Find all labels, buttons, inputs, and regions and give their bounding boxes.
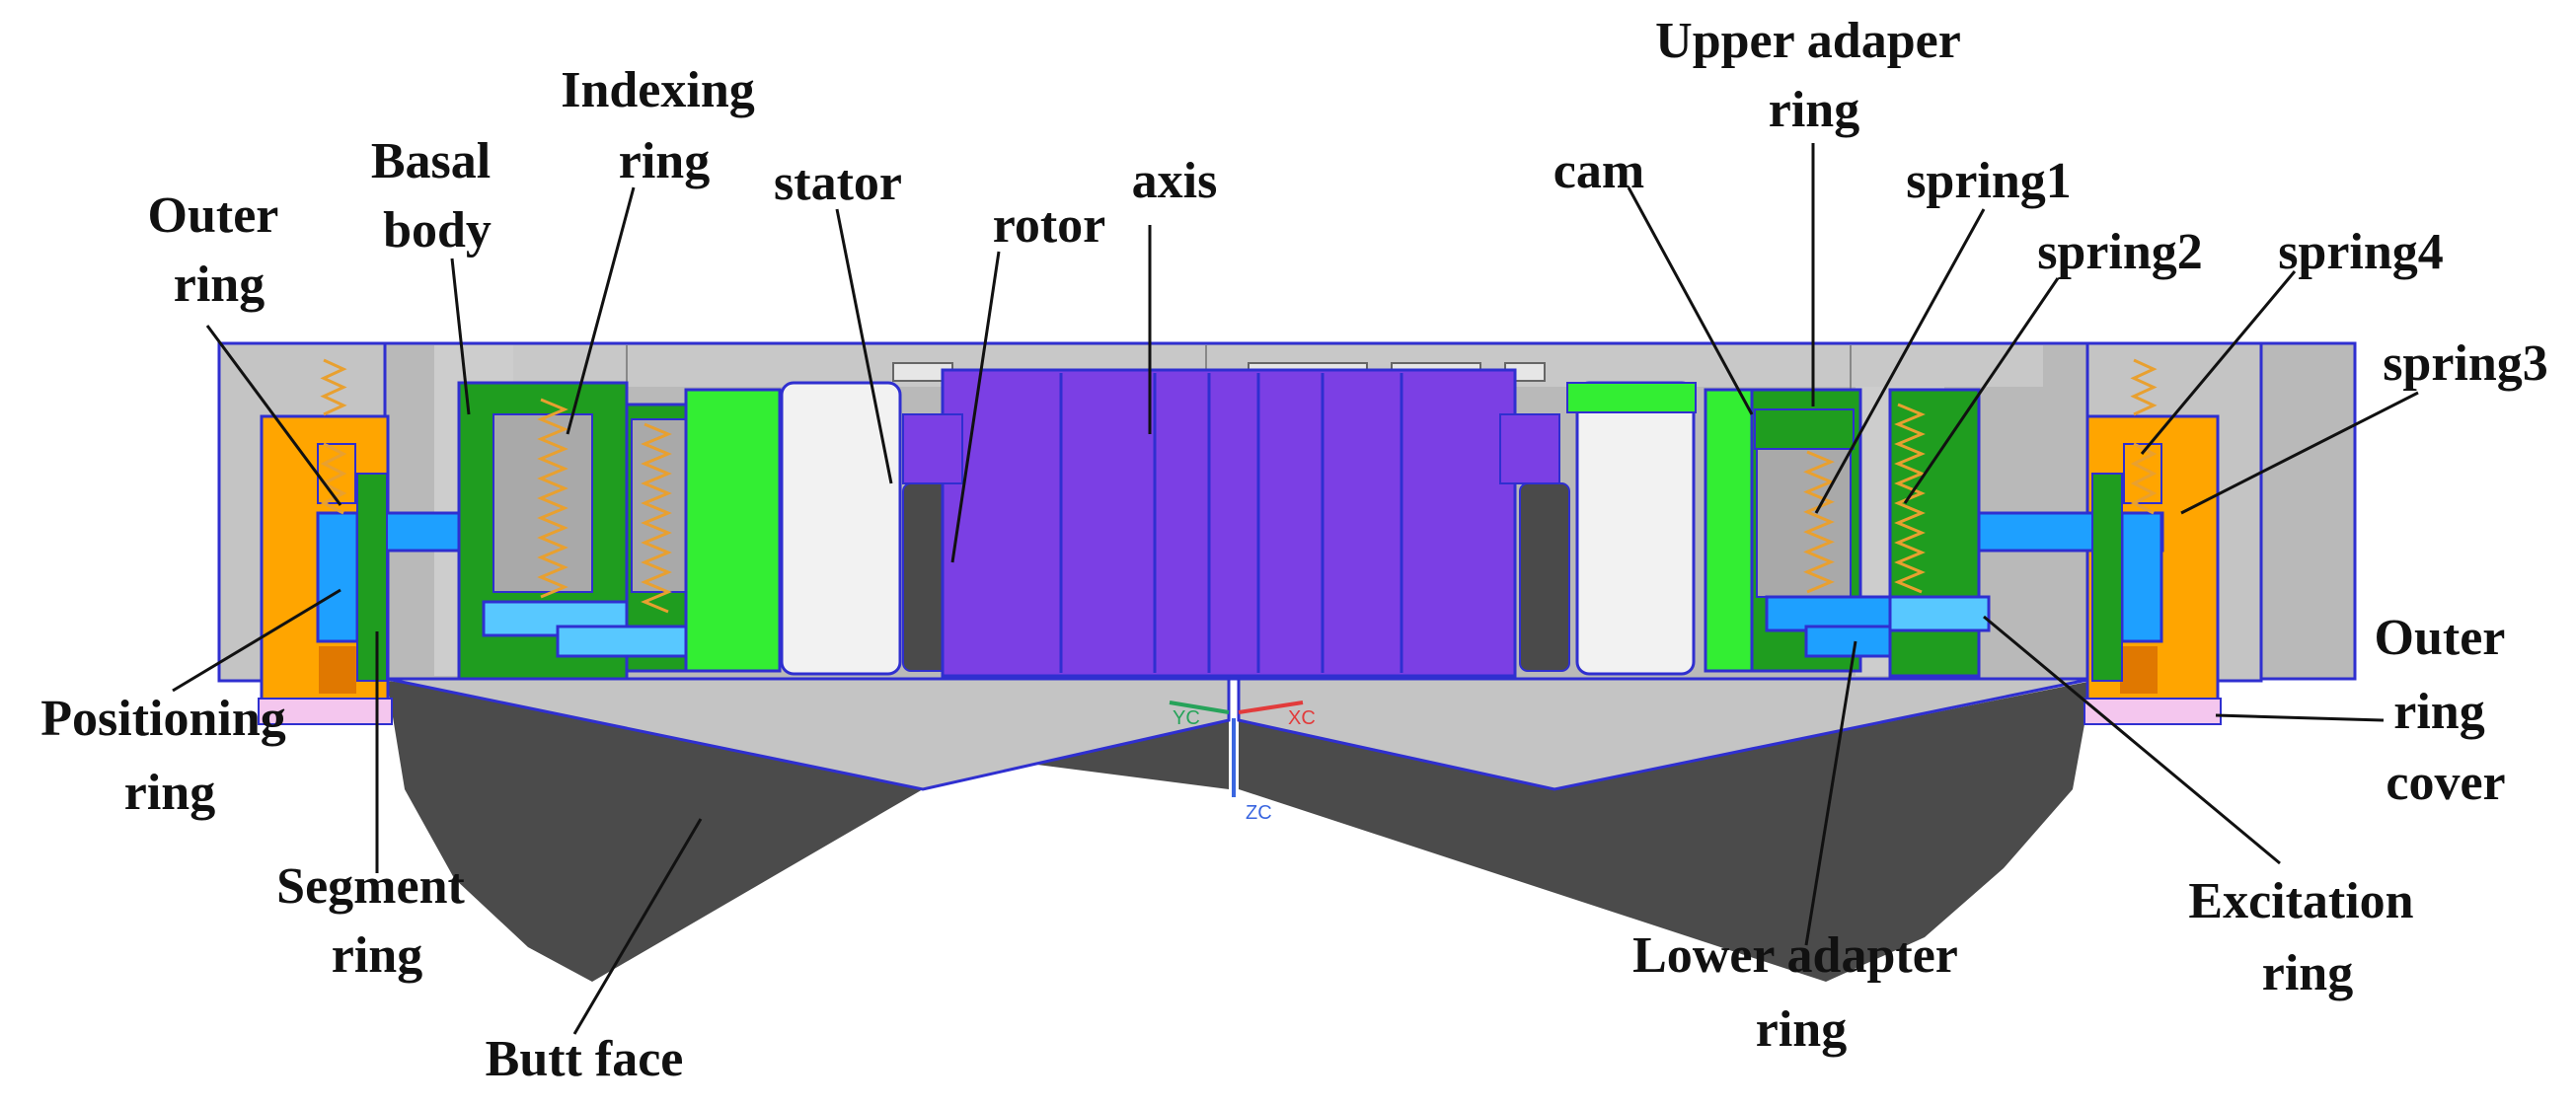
left-bright-green: [684, 388, 782, 673]
right-stator-frame: [1566, 382, 1697, 413]
spring-left-upper: [641, 422, 672, 614]
left-positioning-stem: [316, 511, 359, 643]
left-small-block: [317, 443, 356, 504]
right-excitation-ring: [1888, 595, 1991, 632]
axis-y-label: YC: [1173, 707, 1200, 729]
axis-x-arrow: [1238, 701, 1304, 714]
leader-excitation-ring: [1983, 615, 2281, 865]
left-pink-cover: [258, 698, 393, 725]
spring-right-1: [1803, 450, 1835, 594]
right-rotor: [1519, 482, 1570, 672]
leader-spring1: [1814, 208, 1986, 514]
axis-z-label: ZC: [1246, 802, 1272, 824]
axis-x-label: XC: [1288, 707, 1316, 729]
left-stator: [780, 381, 902, 676]
label-outer-ring-cover: Outer ring cover: [2375, 610, 2518, 811]
label-spring3: spring3: [2383, 335, 2548, 392]
label-outer-ring: Outer ring: [148, 187, 291, 313]
right-spring-assembly: [1704, 388, 1991, 678]
leader-outer-ring: [205, 325, 342, 506]
butt-face: [386, 677, 2093, 982]
leader-butt-face: [572, 818, 703, 1035]
left-segment-ring: [356, 473, 388, 682]
axis-right-collar: [1499, 413, 1560, 484]
label-rotor: rotor: [993, 197, 1106, 254]
leader-lines: [172, 143, 2419, 1035]
right-outer-assembly: [1975, 414, 2222, 725]
axis-left-collar: [902, 413, 963, 484]
leader-spring4: [2140, 270, 2297, 455]
right-stator: [1575, 381, 1696, 676]
central-assembly: [780, 368, 1697, 678]
label-upper-adapter-ring: Upper adaper ring: [1655, 13, 1973, 138]
label-lower-adapter-ring: Lower adapter ring: [1632, 927, 1970, 1058]
leader-outer-ring-cover: [2215, 713, 2385, 722]
leader-stator: [835, 208, 893, 484]
spring-right-outer-mid: [2130, 442, 2158, 515]
label-spring1: spring1: [1906, 153, 2072, 209]
butt-face-left: [387, 681, 1229, 982]
label-spring2: spring2: [2037, 224, 2203, 280]
leader-spring2: [1903, 277, 2060, 504]
label-positioning-ring: Positioning ring: [40, 691, 299, 821]
springs: [320, 358, 2158, 614]
label-cam: cam: [1553, 143, 1644, 199]
right-orange-block: [2120, 646, 2158, 694]
butt-face-right: [1239, 681, 2092, 982]
right-segment-ring: [2091, 473, 2123, 682]
left-orange-block: [319, 646, 356, 694]
right-pink-cover: [2084, 698, 2222, 725]
label-stator: stator: [774, 155, 902, 211]
label-basal-body: Basal body: [371, 133, 503, 258]
label-indexing-ring: Indexing ring: [561, 62, 768, 189]
label-axis: axis: [1132, 153, 1218, 209]
spring-left-outer-mid: [320, 442, 347, 515]
coordinate-triad: XC YC ZC: [1169, 701, 1316, 824]
right-upper-adapter: [1754, 408, 1855, 450]
leader-cam: [1627, 186, 1754, 415]
leader-rotor: [950, 251, 1001, 563]
butt-face-top-right: [1237, 677, 2093, 791]
right-positioning-stem: [2120, 511, 2163, 643]
label-spring4: spring4: [2278, 224, 2444, 280]
spring-left-outer-top: [320, 358, 347, 416]
label-excitation-ring: Excitation ring: [2188, 873, 2426, 1001]
label-segment-ring: Segment ring: [276, 858, 478, 984]
leader-positioning-ring: [172, 588, 341, 693]
leader-basal-body: [450, 258, 471, 415]
leader-lower-adapter: [1804, 640, 1857, 946]
butt-face-top-left: [386, 677, 1231, 791]
leader-indexing-ring: [566, 186, 636, 435]
axis-y-arrow: [1169, 701, 1230, 714]
right-gray-cavity: [1756, 448, 1852, 598]
right-spring2-block: [1888, 388, 1981, 678]
labels: Outer ring Basal body Indexing ring stat…: [40, 13, 2548, 1087]
axis-body: [941, 368, 1517, 678]
left-indexing-assembly: [457, 381, 782, 681]
leader-spring3: [2180, 391, 2419, 515]
spring-left-indexing: [537, 398, 568, 599]
spring-right-outer-top: [2130, 358, 2158, 416]
label-butt-face: Butt face: [486, 1031, 684, 1087]
left-indexing-inner: [492, 413, 593, 593]
